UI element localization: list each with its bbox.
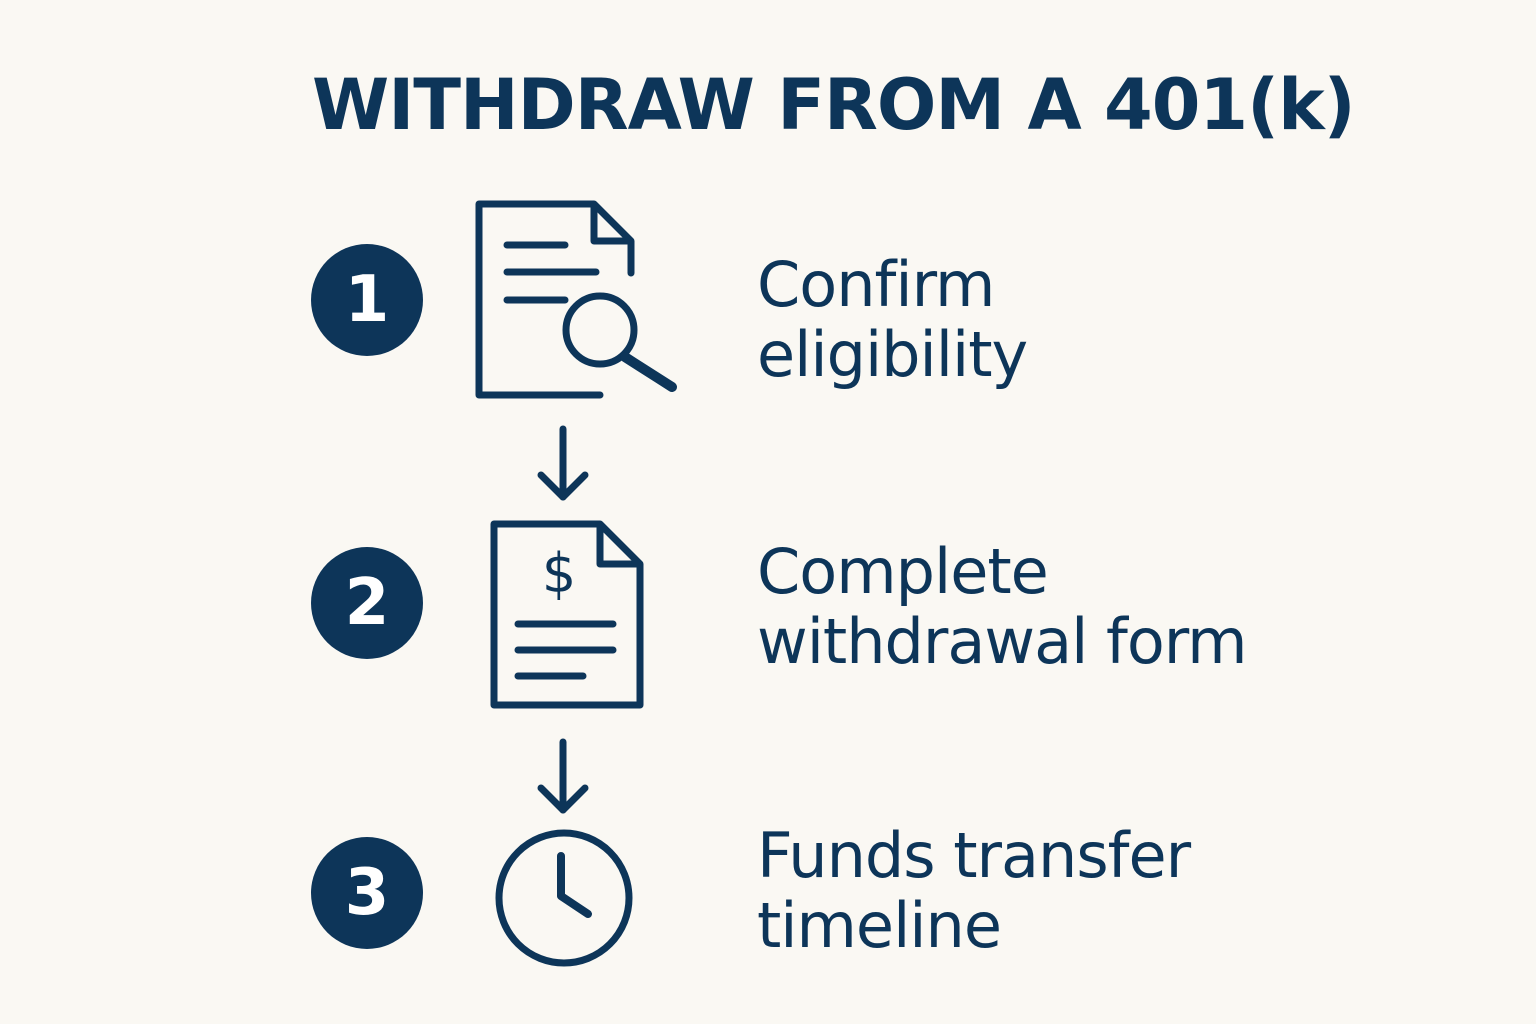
- step-1-number-badge: 1: [311, 244, 423, 356]
- step-2-label: Complete withdrawal form: [757, 535, 1248, 678]
- step-1-label-line-1: Confirm: [757, 248, 995, 321]
- step-3-number-badge: 3: [311, 837, 423, 949]
- step-2-label-line-1: Complete: [757, 535, 1049, 608]
- page-title: WITHDRAW FROM A 401(k): [312, 64, 1356, 146]
- document-search-icon: [475, 200, 677, 399]
- arrow-down-icon: [537, 738, 589, 814]
- step-2-label-line-2: withdrawal form: [757, 605, 1248, 678]
- step-1-label: Confirm eligibility: [757, 248, 1028, 391]
- step-1-label-line-2: eligibility: [757, 318, 1028, 391]
- arrow-down-icon: [537, 425, 589, 501]
- step-3-label-line-2: timeline: [757, 889, 1002, 962]
- dollar-document-icon: $: [490, 520, 644, 709]
- clock-icon: [495, 829, 633, 967]
- step-2-number-badge: 2: [311, 547, 423, 659]
- dollar-symbol: $: [542, 542, 576, 605]
- step-3-label: Funds transfer timeline: [757, 819, 1191, 962]
- step-3-label-line-1: Funds transfer: [757, 819, 1191, 892]
